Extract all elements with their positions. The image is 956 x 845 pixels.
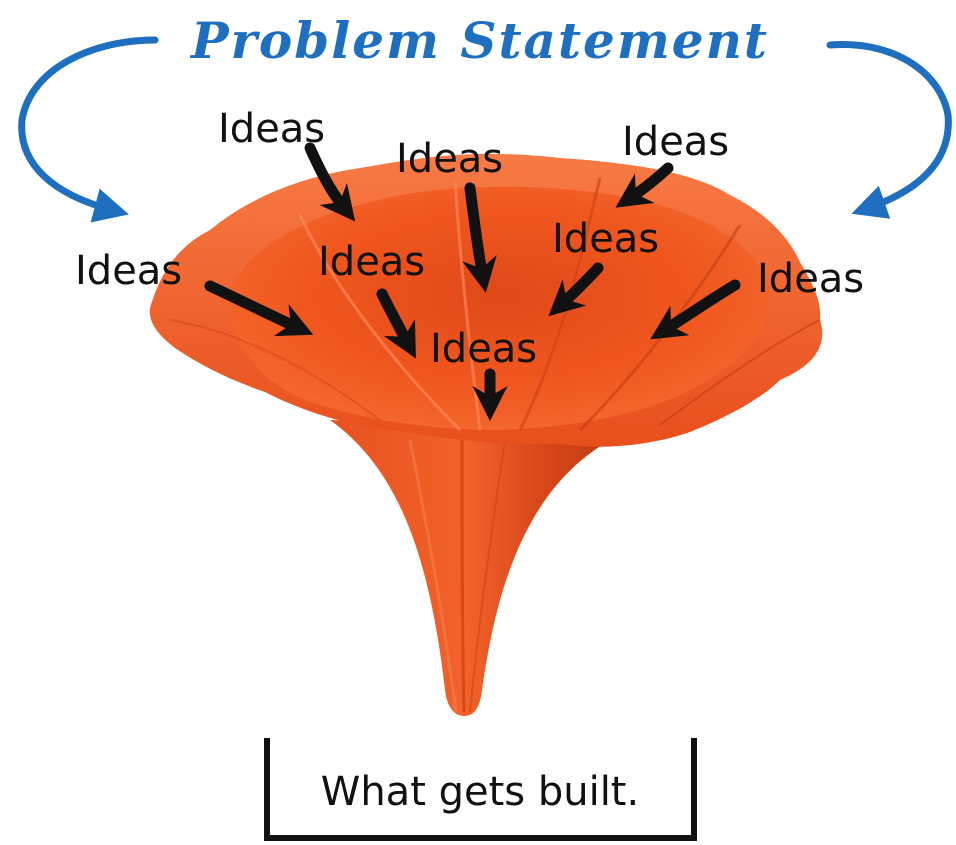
down-arrow-icon	[650, 279, 741, 340]
ideas-label-8: Ideas	[430, 326, 537, 372]
funnel-icon	[149, 153, 823, 716]
ideas-label-7: Ideas	[757, 256, 864, 302]
down-arrow-icon	[204, 280, 314, 337]
caption-box: What gets built.	[264, 738, 697, 841]
ideas-label-3: Ideas	[622, 119, 729, 165]
left-curved-arrow-icon	[18, 36, 159, 223]
down-arrow-icon	[376, 288, 416, 359]
what-gets-built-caption: What gets built.	[321, 769, 639, 815]
ideas-label-5: Ideas	[75, 248, 182, 294]
right-curved-arrow-icon	[826, 40, 952, 219]
problem-statement-title: Problem Statement	[189, 11, 769, 70]
ideas-label-4: Ideas	[552, 216, 659, 262]
down-arrow-icon	[462, 182, 497, 293]
down-arrow-icon	[304, 142, 356, 222]
down-arrow-icon	[615, 162, 674, 208]
ideas-label-6: Ideas	[318, 239, 425, 285]
ideas-label-2: Ideas	[396, 136, 503, 182]
down-arrow-icon	[548, 262, 604, 317]
